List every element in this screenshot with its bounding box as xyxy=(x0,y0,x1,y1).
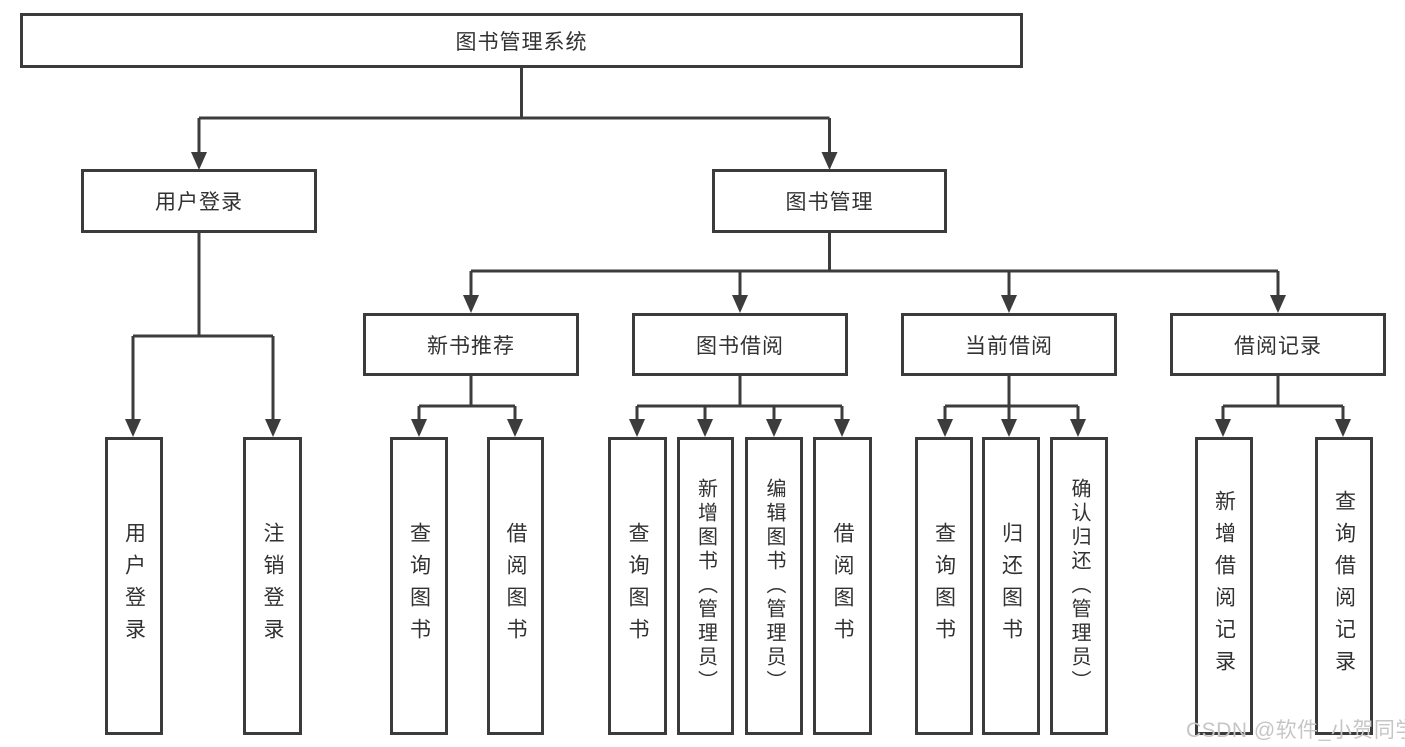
leaf-current-query-books-label: 查询图书 xyxy=(932,522,956,650)
connector-bookmgmt-to-level3 xyxy=(469,233,1280,297)
leaf-current-confirm-return-admin-label: 确认归还（管理员） xyxy=(1068,478,1090,694)
arrowhead xyxy=(821,152,838,170)
leaf-records-add-record: 新增借阅记录 xyxy=(1195,437,1253,735)
leaf-logout-label: 注销登录 xyxy=(261,522,284,650)
leaf-borrow-edit-books-admin-label: 编辑图书（管理员） xyxy=(763,478,785,694)
arrowhead xyxy=(1270,295,1286,313)
leaf-current-query-books: 查询图书 xyxy=(915,437,973,735)
node-new-book-recommend: 新书推荐 xyxy=(363,313,579,376)
arrowhead xyxy=(834,419,850,437)
connector-userlogin-to-leaves xyxy=(131,233,275,421)
node-user-login-group: 用户登录 xyxy=(81,169,317,233)
arrowhead xyxy=(125,419,141,437)
arrowhead xyxy=(265,419,281,437)
leaf-current-confirm-return-admin: 确认归还（管理员） xyxy=(1050,437,1108,735)
connector-borrow-to-leaves xyxy=(635,376,844,422)
node-current-borrowing: 当前借阅 xyxy=(901,313,1117,376)
leaf-current-return-books-label: 归还图书 xyxy=(999,522,1023,650)
leaf-recommend-query-books-label: 查询图书 xyxy=(407,522,431,650)
leaf-records-query-record-label: 查询借阅记录 xyxy=(1332,490,1356,682)
node-book-management: 图书管理 xyxy=(712,169,947,233)
arrowhead xyxy=(463,295,479,313)
node-root-library-system: 图书管理系统 xyxy=(20,13,1023,68)
arrowhead xyxy=(697,419,713,437)
leaf-recommend-borrow-books: 借阅图书 xyxy=(487,437,544,735)
leaf-borrow-query-books-label: 查询图书 xyxy=(626,522,649,650)
leaf-recommend-query-books: 查询图书 xyxy=(390,437,448,735)
arrowhead xyxy=(1070,419,1086,437)
connector-root-to-level2 xyxy=(197,68,831,153)
arrowhead xyxy=(1215,419,1231,437)
arrowhead xyxy=(732,295,748,313)
arrowhead xyxy=(766,419,782,437)
arrowhead xyxy=(629,419,645,437)
leaf-borrow-edit-books-admin: 编辑图书（管理员） xyxy=(745,437,803,735)
leaf-recommend-borrow-books-label: 借阅图书 xyxy=(504,522,527,650)
leaf-logout: 注销登录 xyxy=(243,437,302,735)
leaf-user-login: 用户登录 xyxy=(105,437,163,735)
leaf-records-query-record: 查询借阅记录 xyxy=(1315,437,1373,735)
arrowhead xyxy=(937,419,953,437)
arrowhead xyxy=(1001,295,1017,313)
watermark-text: CSDN @软件_小贺同学 xyxy=(1186,719,1405,742)
leaf-records-add-record-label: 新增借阅记录 xyxy=(1212,490,1236,682)
arrowhead xyxy=(1335,419,1351,437)
connector-records-to-leaves xyxy=(1221,376,1345,422)
leaf-borrow-add-books-admin-label: 新增图书（管理员） xyxy=(694,478,717,694)
node-book-borrowing: 图书借阅 xyxy=(632,313,848,376)
arrowhead xyxy=(507,419,523,437)
connector-current-to-leaves xyxy=(943,376,1080,422)
leaf-borrow-query-books: 查询图书 xyxy=(608,437,667,735)
arrowhead xyxy=(191,152,207,170)
leaf-user-login-label: 用户登录 xyxy=(122,522,146,650)
arrowhead xyxy=(411,419,427,437)
leaf-current-return-books: 归还图书 xyxy=(982,437,1040,735)
leaf-borrow-borrow-books-label: 借阅图书 xyxy=(831,522,854,650)
arrowhead xyxy=(1001,419,1017,437)
leaf-borrow-borrow-books: 借阅图书 xyxy=(813,437,872,735)
node-borrowing-records: 借阅记录 xyxy=(1170,313,1386,376)
leaf-borrow-add-books-admin: 新增图书（管理员） xyxy=(677,437,734,735)
connector-recommend-to-leaves xyxy=(417,376,517,422)
